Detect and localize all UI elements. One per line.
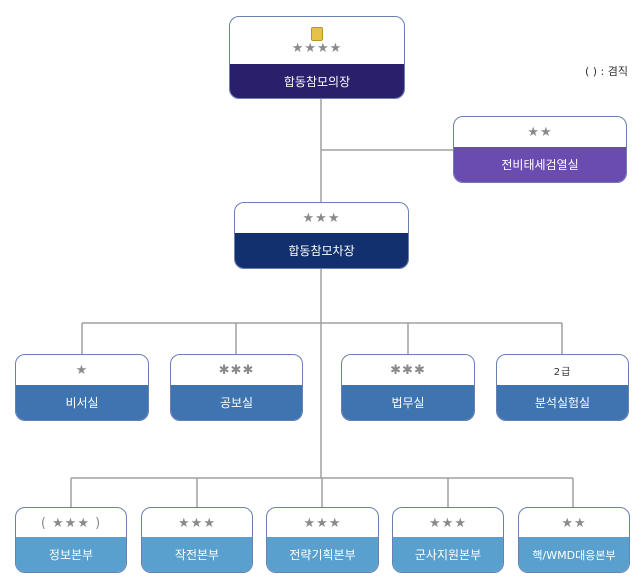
office-label-analysis-lab: 분석실험실 [497,385,628,420]
office-box-secretary[interactable]: ★ 비서실 [15,354,149,421]
chairman-insignia: ★★★★ [230,17,404,65]
combat-readiness-insignia: ★★ [454,117,626,148]
combat-readiness-box[interactable]: ★★ 전비태세검열실 [453,116,627,183]
office-box-public-affairs[interactable]: ✱✱✱ 공보실 [170,354,303,421]
three-star-icon: ★★★ [178,515,216,531]
hq-label-military-support: 군사지원본부 [393,537,503,572]
hq-box-intelligence[interactable]: ( ★★★ ) 정보본부 [15,507,127,573]
office-label-public-affairs: 공보실 [171,385,302,420]
gold-emblem-icon [311,27,323,41]
two-star-icon: ★★ [561,515,587,531]
hq-box-nuclear-wmd[interactable]: ★★ 핵/WMD대응본부 [518,507,630,573]
hq-label-operations: 작전본부 [142,537,252,572]
civilian-rank-icon: ✱✱✱ [390,363,426,378]
hq-box-operations[interactable]: ★★★ 작전본부 [141,507,253,573]
office-box-legal[interactable]: ✱✱✱ 법무실 [341,354,475,421]
two-star-icon: ★★ [527,125,553,140]
combat-readiness-label: 전비태세검열실 [454,147,626,182]
three-star-icon: ★★★ [429,515,467,531]
hq-box-strategic-planning[interactable]: ★★★ 전략기획본부 [266,507,379,573]
office-box-analysis-lab[interactable]: 2급 분석실험실 [496,354,629,421]
office-label-secretary: 비서실 [16,385,148,420]
three-star-icon: ★★★ [302,211,341,226]
office-label-legal: 법무실 [342,385,474,420]
vice-chairman-label: 합동참모차장 [235,233,408,268]
chairman-label: 합동참모의장 [230,64,404,98]
vice-chairman-insignia: ★★★ [235,203,408,234]
hq-box-military-support[interactable]: ★★★ 군사지원본부 [392,507,504,573]
grade-label: 2급 [553,367,572,378]
three-star-icon: ( ★★★ ) [40,515,102,531]
chairman-box[interactable]: ★★★★ 합동참모의장 [229,16,405,99]
concurrent-post-legend: ( ) : 겸직 [584,65,628,78]
hq-label-strategic-planning: 전략기획본부 [267,537,378,572]
four-star-icon: ★★★★ [291,41,343,56]
three-star-icon: ★★★ [303,515,342,531]
hq-label-nuclear-wmd: 핵/WMD대응본부 [519,537,629,572]
one-star-icon: ★ [75,363,89,378]
civilian-rank-icon: ✱✱✱ [218,363,255,378]
vice-chairman-box[interactable]: ★★★ 합동참모차장 [234,202,409,269]
hq-label-intelligence: 정보본부 [16,537,126,572]
